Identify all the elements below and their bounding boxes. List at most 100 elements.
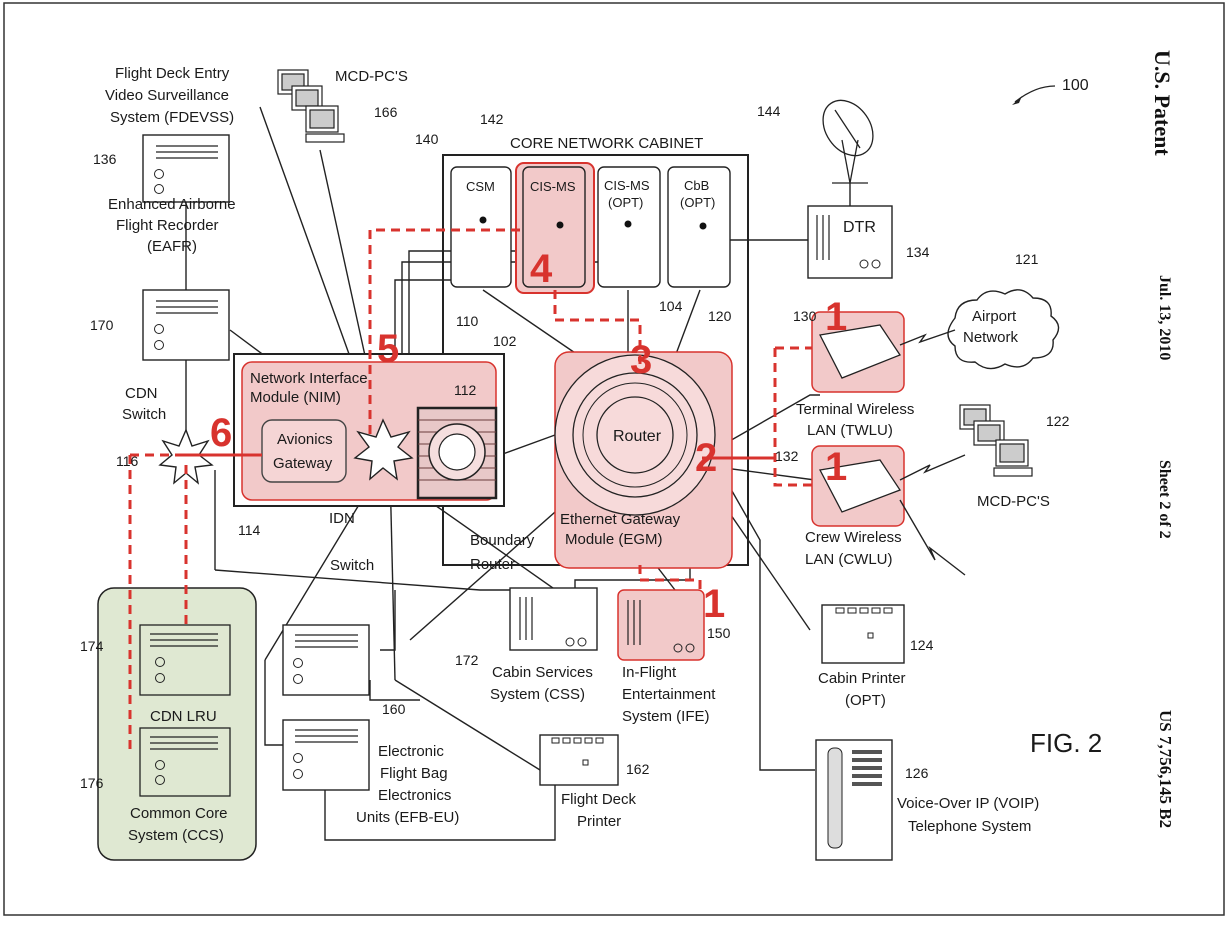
dtr-label: DTR [843,219,876,236]
marker-5: 5 [377,327,399,371]
cdn-lru-unit [139,624,231,696]
boundary-label-2: Router [470,556,515,573]
router-label: Router [613,428,662,445]
svg-text:102: 102 [493,333,517,349]
svg-text:104: 104 [659,298,683,314]
svg-text:160: 160 [382,701,406,717]
airport-label-1: Airport [972,308,1017,325]
cis-ms-label: CIS-MS [530,179,576,194]
nim-label-1: Network Interface [250,370,368,387]
idn-label-1: IDN [329,510,355,527]
ife-label-1: In-Flight [622,664,677,681]
svg-text:130: 130 [793,308,817,324]
airport-label-2: Network [963,329,1019,346]
svg-text:142: 142 [480,111,504,127]
marker-1-ife: 1 [703,582,725,626]
mcd-pc-right-icon [959,404,1033,477]
cdn-switch-label-2: Switch [122,406,166,423]
csm-module [450,166,512,288]
egm-label-2: Module (EGM) [565,531,663,548]
egm-label-1: Ethernet Gateway [560,511,681,528]
svg-text:174: 174 [80,638,104,654]
svg-text:122: 122 [1046,413,1070,429]
core-cabinet-title: CORE NETWORK CABINET [510,135,703,152]
svg-text:116: 116 [116,453,139,469]
svg-text:166: 166 [374,104,398,120]
idn-switch-icon [353,418,414,481]
wireless-links [899,329,966,576]
ife-unit [617,589,705,661]
mcd-pc-top-icon [277,69,345,143]
fdevss-label-2: Video Surveillance [105,87,229,104]
marker-2: 2 [695,436,717,480]
svg-text:170: 170 [90,317,114,333]
figure-label: FIG. 2 [1030,728,1102,758]
svg-text:136: 136 [93,151,117,167]
mcd-right-label: MCD-PC'S [977,493,1050,510]
cdn-switch-label-1: CDN [125,385,158,402]
svg-text:144: 144 [757,103,781,119]
cis-ms-opt-label-1: CIS-MS [604,178,650,193]
efb-label-1: Electronic [378,743,444,760]
svg-text:162: 162 [626,761,650,777]
ife-label-2: Entertainment [622,686,716,703]
airport-network-cloud [947,289,1060,370]
svg-text:176: 176 [80,775,104,791]
fd-printer-label-1: Flight Deck [561,791,637,808]
marker-3: 3 [630,338,652,382]
avionics-gateway-label-2: Gateway [273,455,333,472]
voip-label-1: Voice-Over IP (VOIP) [897,795,1039,812]
css-label-1: Cabin Services [492,664,593,681]
cabin-printer-label-2: (OPT) [845,692,886,709]
csm-label: CSM [466,179,495,194]
efb-label-3: Electronics [378,787,451,804]
fd-printer-label-2: Printer [577,813,621,830]
highlight-paths [128,228,812,755]
css-unit [509,587,598,651]
eafr-label-3: (EAFR) [147,238,197,255]
svg-text:120: 120 [708,308,732,324]
svg-text:134: 134 [906,244,930,260]
fdevss-label-1: Flight Deck Entry [115,65,230,82]
boundary-label-1: Boundary [470,532,535,549]
cbb-label-1: CbB [684,178,709,193]
cdn-lru-label: CDN LRU [150,708,217,725]
reference-numbers: 166 136 140 142 144 170 110 102 112 104 … [80,103,1070,791]
dtr-unit [807,205,893,279]
fig-ref-100: 100 [1062,77,1089,94]
twlu-label-1: Terminal Wireless [796,401,914,418]
cbb-label-2: (OPT) [680,195,715,210]
efb-label-4: Units (EFB-EU) [356,809,459,826]
svg-text:140: 140 [415,131,439,147]
boundary-router-icon [416,406,498,500]
twlu-label-2: LAN (TWLU) [807,422,893,439]
ccs-label-1: Common Core [130,805,228,822]
ccs-unit [139,727,231,797]
efb-label-2: Flight Bag [380,765,448,782]
cabin-printer-label-1: Cabin Printer [818,670,906,687]
avionics-gateway-label-1: Avionics [277,431,333,448]
svg-text:150: 150 [707,625,731,641]
mcd-top-label: MCD-PC'S [335,68,408,85]
cabin-printer-unit [821,604,905,664]
router-core [596,396,674,474]
cwlu-label-2: LAN (CWLU) [805,551,893,568]
satellite-dish-icon [822,99,874,184]
patent-sheet: Sheet 2 of 2 [1156,460,1173,539]
nim-label-2: Module (NIM) [250,389,341,406]
svg-text:112: 112 [454,382,477,398]
idn-label-2: Switch [330,557,374,574]
patent-date: Jul. 13, 2010 [1156,275,1173,360]
cis-ms-opt-label-2: (OPT) [608,195,643,210]
ife-label-3: System (IFE) [622,708,710,725]
ccs-label-2: System (CCS) [128,827,224,844]
cbb-opt-module [667,166,731,288]
marker-4: 4 [530,247,553,291]
svg-text:124: 124 [910,637,934,653]
twlu-router-icon [819,324,901,379]
avionics-gateway [261,419,347,483]
marker-1-twlu: 1 [825,295,847,339]
svg-text:110: 110 [456,313,479,329]
voip-label-2: Telephone System [908,818,1031,835]
